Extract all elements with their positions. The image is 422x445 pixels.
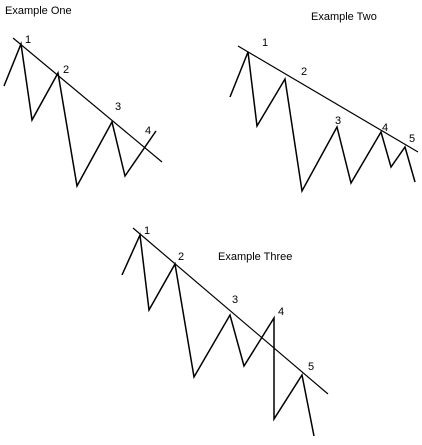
- example-two-point-label: 5: [409, 133, 415, 145]
- example-one-trendline: [12, 37, 163, 163]
- example-three-point-label: 3: [232, 294, 238, 306]
- example-two-point-label: 4: [382, 122, 388, 134]
- example-one-point-label: 4: [145, 125, 151, 137]
- example-one-price-wave: [3, 41, 157, 189]
- example-three-point-label: 1: [144, 225, 150, 237]
- example-three-point-label: 4: [278, 306, 284, 318]
- example-two-price-wave: [229, 51, 416, 194]
- example-one-point-label: 3: [115, 101, 121, 113]
- example-one-panel: Example One 1 2 3 4: [3, 5, 163, 189]
- example-three-point-label: 5: [308, 361, 314, 373]
- example-two-panel: Example Two 1 2 3 4 5: [229, 11, 419, 194]
- example-three-panel: Example Three 1 2 3 4 5: [121, 225, 329, 437]
- example-two-point-label: 2: [301, 66, 307, 78]
- example-three-trendline: [132, 227, 329, 395]
- example-three-price-wave: [121, 232, 315, 437]
- example-three-point-label: 2: [178, 251, 184, 263]
- example-three-title: Example Three: [218, 251, 292, 263]
- example-one-point-label: 1: [25, 34, 31, 46]
- example-two-point-label: 3: [335, 115, 341, 127]
- example-two-point-label: 1: [262, 37, 268, 49]
- example-one-point-label: 2: [63, 64, 69, 76]
- example-two-trendline: [237, 45, 419, 153]
- example-two-title: Example Two: [311, 11, 377, 23]
- example-one-title: Example One: [5, 5, 72, 17]
